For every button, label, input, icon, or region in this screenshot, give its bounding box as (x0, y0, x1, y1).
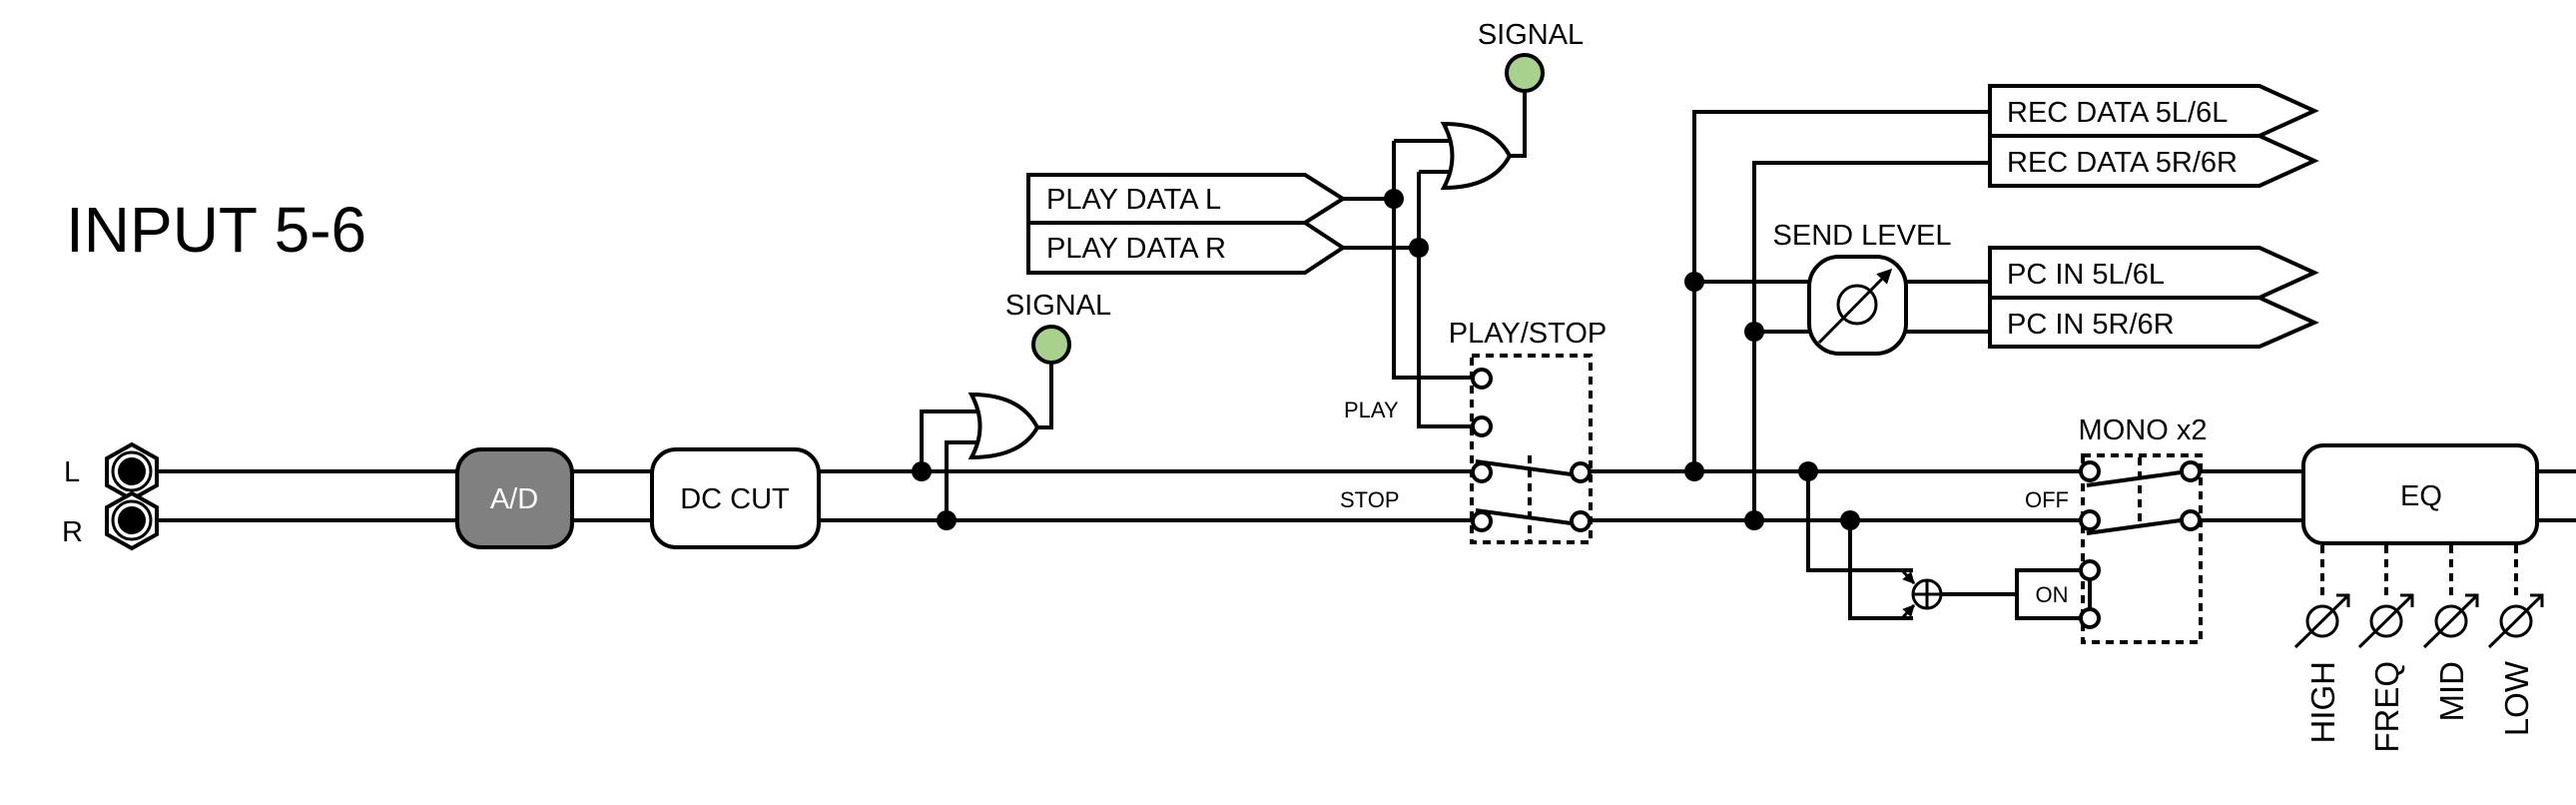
junction-dot (1840, 510, 1860, 530)
knob-icon (2499, 604, 2533, 638)
signal-led-input (1031, 325, 1071, 365)
variable-arrow-icon (2293, 593, 2350, 649)
contact-off-right (2079, 509, 2101, 531)
eq-knob-label: MID (2433, 661, 2470, 722)
variable-arrow-icon (2422, 593, 2479, 649)
mono-off-label: OFF (2025, 487, 2069, 512)
play-data-right: PLAY DATA R (1026, 221, 1347, 275)
jack-hole-icon (118, 506, 146, 534)
switch-arm-left (1475, 459, 1573, 476)
knob-icon (2369, 604, 2403, 638)
output-bus-wiring (1684, 110, 1990, 530)
page-title: INPUT 5-6 (66, 194, 366, 266)
eq-knob-low[interactable]: LOW (2487, 545, 2544, 736)
play-position-label: PLAY (1344, 398, 1399, 422)
knob-icon (1836, 284, 1878, 326)
junction-dot (1384, 189, 1404, 209)
rec-data-left: REC DATA 5L/6L (1988, 84, 2319, 138)
input-signal-detector: SIGNAL (912, 290, 1111, 530)
dc-cut-label: DC CUT (680, 483, 790, 515)
arrow-head-icon (2465, 593, 2479, 607)
eq-knob-mid[interactable]: MID (2422, 545, 2479, 722)
eq-knobs: HIGH FREQ MID LOW (2293, 545, 2544, 753)
pc-in-right: PC IN 5R/6R (1988, 296, 2319, 349)
play-data-left-label: PLAY DATA L (1046, 184, 1221, 216)
ad-label: A/D (490, 483, 538, 515)
play-signal-detector: SIGNAL (1440, 19, 1584, 191)
signal-label-play: SIGNAL (1478, 19, 1584, 51)
contact-play-right (1471, 415, 1493, 437)
input-left-label: L (64, 456, 80, 488)
input-right-label: R (62, 516, 83, 548)
switch-arm-left (2086, 470, 2182, 487)
pc-in-left-label: PC IN 5L/6L (2007, 259, 2165, 291)
rec-data-left-label: REC DATA 5L/6L (2007, 97, 2228, 129)
eq-knob-label: HIGH (2304, 661, 2341, 744)
mono-sum-wiring: ON (1798, 461, 2092, 620)
pc-in-right-label: PC IN 5R/6R (2007, 309, 2175, 341)
junction-dot (1684, 461, 1704, 481)
send-level-control[interactable]: SEND LEVEL (1773, 220, 1952, 356)
dc-cut-block: DC CUT (650, 447, 821, 549)
arrow-head-icon (2336, 593, 2350, 607)
switch-arm-right (1475, 508, 1573, 525)
rec-data-right: REC DATA 5R/6R (1988, 134, 2319, 188)
variable-arrow-icon (1817, 268, 1893, 345)
or-gate-icon (967, 392, 1040, 460)
arrow-head-icon (2530, 593, 2544, 607)
contact-stop-left (1471, 461, 1493, 483)
stop-position-label: STOP (1340, 487, 1400, 512)
junction-dot (912, 461, 932, 481)
input-jack-left[interactable] (105, 441, 159, 502)
eq-knob-label: FREQ (2368, 661, 2405, 753)
play-data-right-label: PLAY DATA R (1046, 233, 1226, 265)
junction-dot (1744, 322, 1764, 342)
or-gate-icon (1440, 121, 1513, 191)
eq-knob-freq[interactable]: FREQ (2357, 545, 2414, 753)
mono-switch-title: MONO x2 (2079, 414, 2208, 446)
play-stop-switch[interactable]: PLAY/STOP PLAY STOP (1340, 318, 1608, 544)
pc-in-left: PC IN 5L/6L (1988, 246, 2319, 300)
signal-led-play (1505, 53, 1545, 93)
contact-stop-right (1471, 510, 1493, 532)
jack-hole-icon (118, 457, 146, 485)
eq-label: EQ (2400, 480, 2442, 512)
mono-on-box (2015, 568, 2092, 620)
variable-arrow-icon (2357, 593, 2414, 649)
contact-common-right (2180, 509, 2202, 531)
contact-on-left (2079, 559, 2101, 581)
play-data-wiring (1343, 139, 1481, 428)
junction-dot (1684, 272, 1704, 292)
contact-common-left (2180, 460, 2202, 482)
eq-knob-high[interactable]: HIGH (2293, 545, 2350, 744)
contact-play-left (1471, 368, 1493, 390)
contact-off-left (2079, 460, 2101, 482)
ad-converter-block: A/D (455, 447, 574, 549)
junction-dot (1744, 510, 1764, 530)
eq-block: EQ (2301, 443, 2539, 545)
input-jack-right[interactable] (105, 490, 159, 551)
knob-icon (2434, 604, 2468, 638)
arrow-head-icon (2400, 593, 2414, 607)
junction-dot (937, 510, 957, 530)
knob-icon (2305, 604, 2339, 638)
send-level-label: SEND LEVEL (1773, 220, 1952, 252)
junction-dot (1409, 238, 1429, 258)
contact-common-right (1570, 510, 1592, 532)
contact-common-left (1570, 461, 1592, 483)
eq-knob-label: LOW (2498, 660, 2535, 736)
mono-on-label: ON (2036, 582, 2069, 607)
rec-data-right-label: REC DATA 5R/6R (2007, 147, 2238, 179)
play-stop-title: PLAY/STOP (1449, 318, 1608, 350)
junction-dot (1798, 461, 1818, 481)
switch-arm-right (2086, 518, 2182, 535)
contact-on-right (2079, 607, 2101, 629)
variable-arrow-icon (2487, 593, 2544, 649)
signal-label-input: SIGNAL (1005, 290, 1111, 322)
play-data-left: PLAY DATA L (1026, 173, 1347, 225)
switch-frame (2081, 453, 2203, 644)
mono-x2-switch[interactable]: MONO x2 OFF (2025, 414, 2208, 644)
